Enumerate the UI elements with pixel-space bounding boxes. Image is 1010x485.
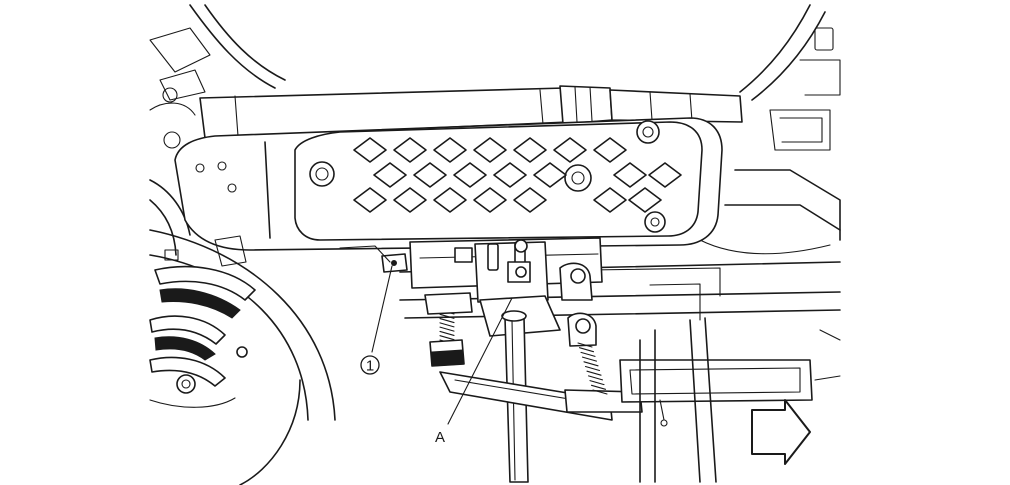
lattice-cell xyxy=(533,162,567,188)
lattice-cell xyxy=(513,187,547,213)
callout-1: 1 xyxy=(360,265,393,375)
lattice-cell xyxy=(628,187,662,213)
callout-a-label: A xyxy=(435,429,445,446)
callout-a: A xyxy=(435,297,513,446)
lattice-cell xyxy=(593,187,627,213)
lattice-cell xyxy=(393,137,427,163)
lattice-cell xyxy=(353,187,387,213)
lattice-cell xyxy=(433,137,467,163)
thread-ridge xyxy=(439,335,455,341)
lattice-cell xyxy=(413,162,447,188)
thread-ridge xyxy=(439,322,455,328)
thread-ridge xyxy=(577,342,593,348)
lattice-cell xyxy=(393,187,427,213)
lattice-cell xyxy=(433,187,467,213)
wheel-assembly xyxy=(149,229,336,485)
thread-ridge xyxy=(581,356,598,362)
thread-ridge xyxy=(590,384,607,390)
center-mount xyxy=(409,237,603,347)
lattice-cell xyxy=(453,162,487,188)
thread-ridge xyxy=(439,313,455,319)
thread-ridge xyxy=(589,380,605,386)
thread-ridge xyxy=(592,389,608,395)
lattice-cell xyxy=(613,162,647,188)
skid-plate xyxy=(174,117,723,251)
thread-ridge xyxy=(439,330,455,336)
side-rail xyxy=(619,317,841,483)
thread-ridge xyxy=(578,347,595,353)
thread-ridge xyxy=(439,318,455,324)
thread-ridge xyxy=(586,370,602,376)
lattice-cell xyxy=(493,162,527,188)
lattice-cell xyxy=(353,137,387,163)
lattice-cell xyxy=(513,137,547,163)
lattice-cell xyxy=(593,137,627,163)
callout-1-label: 1 xyxy=(366,358,374,375)
front-arrow-icon xyxy=(751,399,811,465)
thread-ridge xyxy=(587,375,604,381)
body-structure xyxy=(149,4,841,256)
skid-plate-lattice xyxy=(353,137,682,213)
thread-ridge xyxy=(439,326,455,332)
clip-part xyxy=(339,245,408,273)
thread-ridge xyxy=(583,361,599,367)
thread-ridge xyxy=(580,351,596,357)
lattice-cell xyxy=(648,162,682,188)
lattice-cell xyxy=(553,137,587,163)
threaded-rod-right xyxy=(577,342,608,395)
threaded-rod-left xyxy=(439,309,455,345)
lattice-cell xyxy=(473,187,507,213)
lattice-cell xyxy=(373,162,407,188)
thread-ridge xyxy=(584,365,601,372)
lattice-cell xyxy=(473,137,507,163)
